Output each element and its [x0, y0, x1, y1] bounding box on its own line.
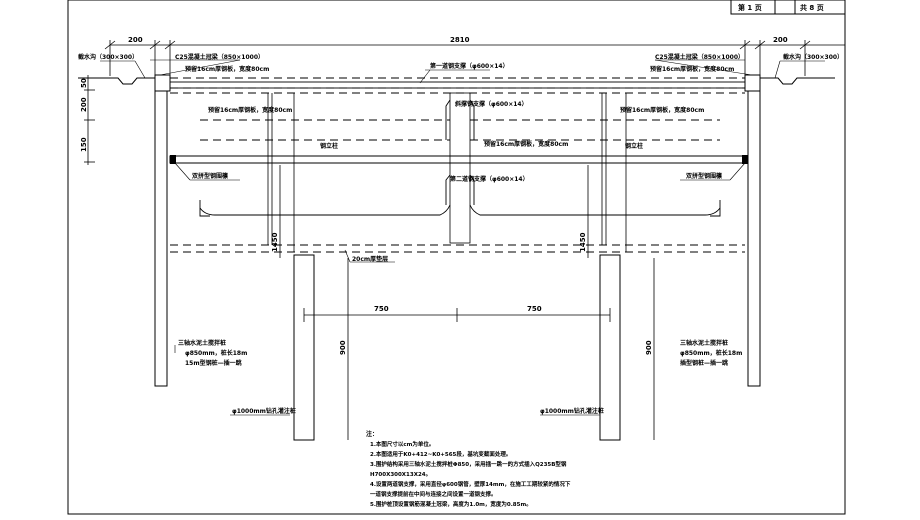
lower-slab: [199, 99, 721, 217]
dim-embed-left: 900: [339, 340, 347, 355]
label-mix-left-1: 三轴水泥土搅拌桩: [178, 339, 226, 347]
note-line: 一道钢支撑提前在中间与连接之间设置一道钢支撑。: [370, 490, 497, 498]
label-slab-right-top: 预留16cm厚钢板，宽度80cm: [650, 65, 734, 73]
wale-cap-right: [742, 155, 748, 164]
label-col-left: 钢立柱: [320, 142, 338, 150]
dim-right-width: 200: [773, 36, 788, 44]
page-current: 第 1 页: [738, 3, 762, 12]
center-column: [449, 92, 471, 244]
notes-title: 注：: [366, 430, 378, 438]
strut-second: [169, 155, 749, 164]
dim-left-h3: 150: [80, 137, 88, 152]
bored-piles: [293, 254, 621, 441]
note-line: 2.本图适用于K0+412~K0+565段，基坑变截面处理。: [370, 450, 511, 458]
label-ditch-left: 截水沟（300×300）: [78, 53, 138, 61]
label-wale-left: 双拼型钢围檩: [192, 172, 228, 180]
label-pile-right: φ1000mm钻孔灌注桩: [540, 407, 604, 415]
pile-dims: [279, 165, 655, 440]
dim-embed-right: 900: [645, 340, 653, 355]
notes-block: 注： 1.本图尺寸以cm为单位。 2.本图适用于K0+412~K0+565段，基…: [366, 430, 571, 508]
label-mix-right-3: 插型钢桩—插一跳: [680, 359, 728, 367]
label-strut-mid: 斜撑钢支撑（φ600×14）: [454, 100, 528, 108]
ground-line: [78, 77, 835, 85]
dim-left-width: 200: [128, 36, 143, 44]
label-mix-left-2: φ850mm，桩长18m: [185, 349, 247, 357]
retaining-walls: [154, 90, 761, 387]
drawing-frame: [67, 0, 846, 515]
note-line: 4.设置两道钢支撑，采用直径φ600钢管，壁厚14mm，在施工工期较紧的情况下: [370, 480, 571, 488]
wale-cap-left: [170, 155, 176, 164]
label-mix-right-2: φ850mm，桩长18m: [680, 349, 742, 357]
dim-left-h1: 50: [80, 78, 88, 88]
label-strut-first: 第一道钢支撑（φ600×14）: [429, 62, 509, 70]
dim-left-h2: 200: [80, 97, 88, 112]
label-col-right: 钢立柱: [625, 142, 643, 150]
page-total: 共 8 页: [800, 3, 824, 12]
strut-first: [169, 81, 746, 89]
dim-pile-right: 1450: [579, 232, 587, 252]
label-wale-right: 双拼型钢围檩: [686, 172, 722, 180]
label-slab-left-top: 预留16cm厚钢板，宽度80cm: [185, 65, 269, 73]
dim-total-width: 2810: [450, 36, 470, 44]
label-ditch-right: 截水沟（300×300）: [783, 53, 843, 61]
note-line: 5.围护桩顶设置钢筋混凝土冠梁，高度为1.0m，宽度为0.85m。: [370, 500, 532, 508]
label-beam-right: C25混凝土冠梁（850×1000）: [655, 53, 744, 61]
label-slab-left-mid: 预留16cm厚钢板，宽度80cm: [208, 106, 292, 114]
note-line: 3.围护结构采用三轴水泥土搅拌桩Φ850，采用插一跳一的方式插入Q235B型钢: [370, 460, 567, 468]
crown-beam-left: [154, 74, 171, 92]
label-mix-right-1: 三轴水泥土搅拌桩: [680, 339, 728, 347]
crown-beam-right: [744, 74, 761, 92]
note-line: H700X300X13X24。: [370, 472, 431, 478]
leader-lines: [100, 59, 825, 416]
steel-columns: [267, 93, 627, 252]
label-slab-right-mid: 预留16cm厚钢板，宽度80cm: [620, 106, 704, 114]
label-slab-center: 预留16cm厚钢板，宽度80cm: [484, 140, 568, 148]
label-strut-second: 第二道钢支撑（φ600×14）: [449, 175, 529, 183]
dim-half-right: 750: [527, 305, 542, 313]
label-pile-left: φ1000mm钻孔灌注桩: [232, 407, 296, 415]
label-beam-left: C25混凝土冠梁（850×1000）: [175, 53, 264, 61]
label-cushion: 20cm厚垫层: [352, 255, 388, 263]
label-mix-left-3: 15m型钢桩—插一跳: [185, 359, 242, 367]
note-line: 1.本图尺寸以cm为单位。: [370, 440, 434, 448]
dim-half-left: 750: [374, 305, 389, 313]
dim-pile-left: 1450: [271, 232, 279, 252]
page-header: 第 1 页 共 8 页: [730, 0, 846, 15]
